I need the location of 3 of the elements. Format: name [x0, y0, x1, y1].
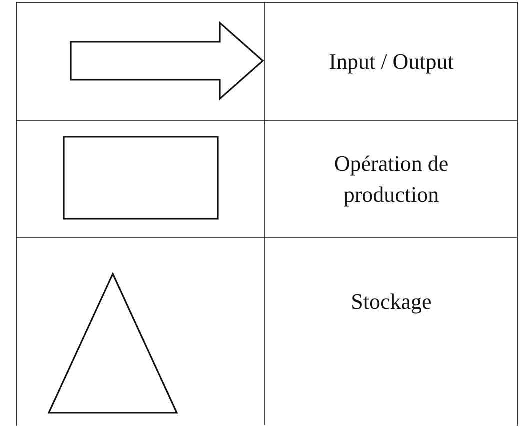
legend-label: Stockage: [350, 288, 433, 316]
legend-label: Input / Output: [328, 48, 455, 76]
legend-label: Opération de production: [333, 150, 450, 209]
